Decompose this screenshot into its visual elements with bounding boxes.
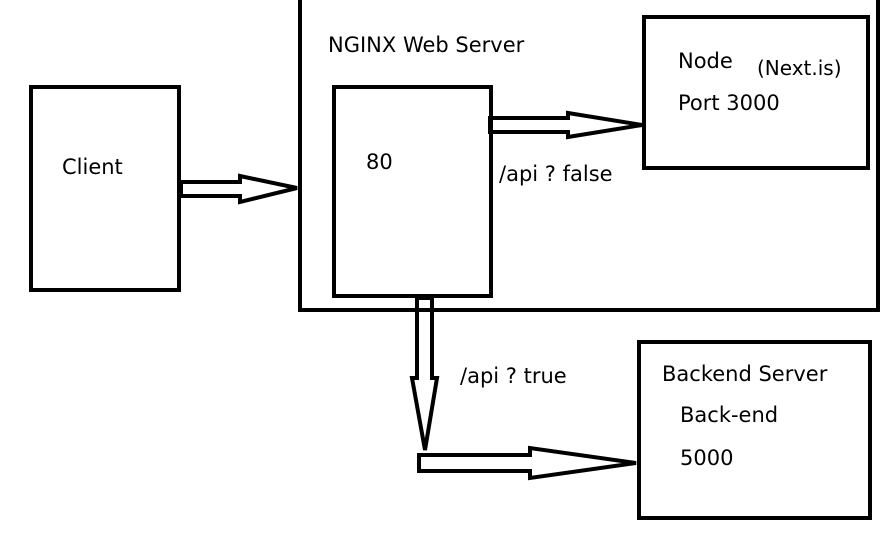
edge-label-api-false: /api ? false	[499, 162, 613, 186]
client-box	[29, 85, 181, 292]
next-server-name: Node	[678, 49, 733, 73]
nginx-server-title: NGINX Web Server	[328, 33, 525, 57]
backend-server-port: 5000	[680, 446, 734, 470]
nginx-port-label: 80	[366, 150, 393, 174]
client-label: Client	[62, 155, 123, 179]
nginx-to-backend-arrow	[409, 296, 637, 481]
nginx-port-80-box	[332, 85, 493, 298]
backend-server-title: Backend Server	[662, 362, 828, 386]
next-server-box	[642, 15, 870, 170]
client-to-nginx-arrow	[179, 173, 298, 205]
edge-label-api-true: /api ? true	[460, 364, 567, 388]
next-server-port: Port 3000	[678, 91, 780, 115]
nginx-server-box	[298, 0, 880, 312]
backend-server-subtitle: Back-end	[680, 403, 779, 427]
backend-server-box	[637, 340, 872, 520]
next-server-framework: (Next.is)	[757, 56, 842, 80]
